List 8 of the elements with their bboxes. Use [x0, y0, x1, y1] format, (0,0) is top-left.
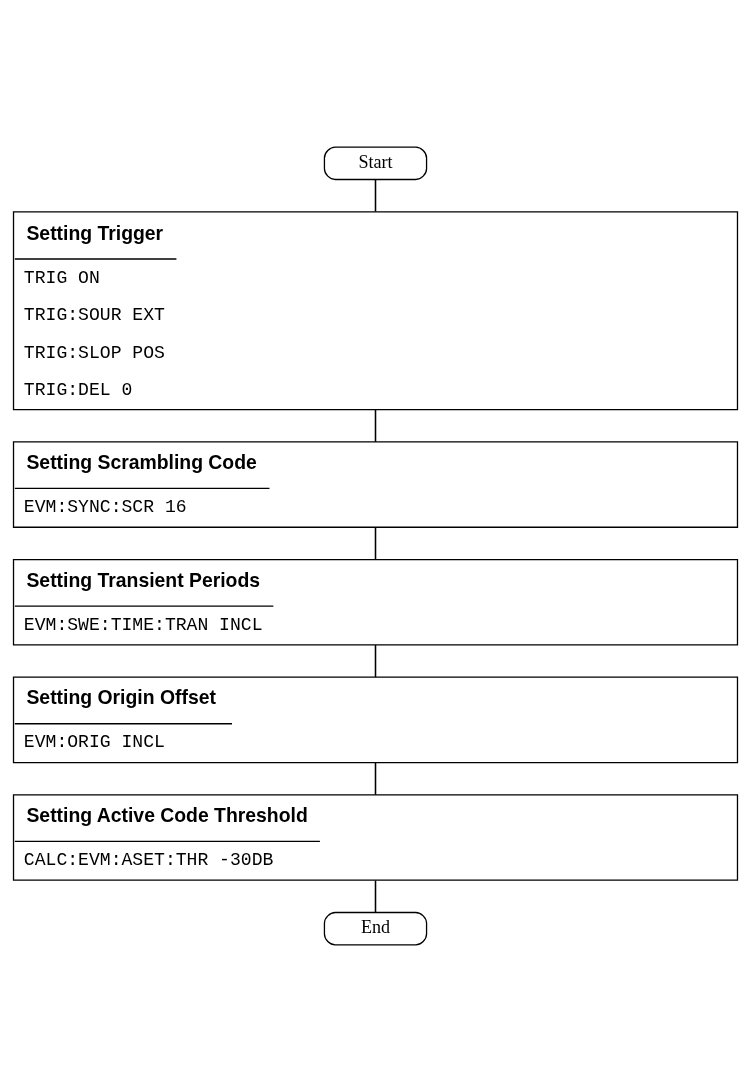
connector [374, 178, 377, 212]
node-box: Start [323, 146, 428, 180]
connector [374, 761, 377, 796]
node-box: End [323, 911, 428, 945]
connector [374, 643, 377, 678]
connector [374, 526, 377, 560]
connector [374, 408, 377, 443]
connector [374, 879, 377, 913]
